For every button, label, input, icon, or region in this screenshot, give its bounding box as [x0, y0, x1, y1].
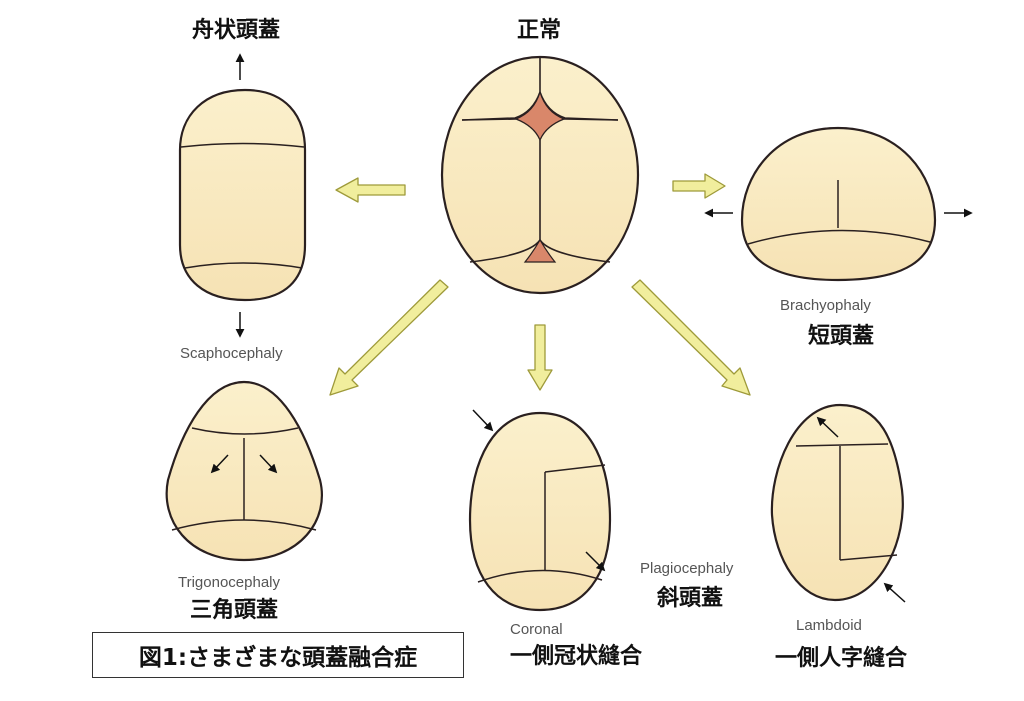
direction-arrows [329, 173, 751, 396]
label-scaphocephaly-en: Scaphocephaly [180, 345, 283, 362]
label-scaphocephaly-jp: 舟状頭蓋 [192, 18, 281, 43]
label-trigonocephaly-en: Trigonocephaly [178, 574, 281, 591]
arrow-to-brachycephaly [672, 173, 726, 199]
lambdoid-skull [770, 403, 904, 602]
label-plagiocephaly-jp: 斜頭蓋 [657, 586, 724, 611]
label-plagiocephaly-en: Plagiocephaly [640, 560, 734, 577]
figure-caption: 図1:さまざまな頭蓋融合症 [92, 632, 464, 678]
coronal-skull [468, 411, 612, 612]
label-trigonocephaly-jp: 三角頭蓋 [190, 598, 279, 623]
scaphocephaly-skull [178, 88, 307, 302]
brachycephaly-skull [740, 126, 937, 282]
label-brachyphaly-en: Brachyophaly [780, 297, 871, 314]
trigonocephaly-skull [165, 380, 323, 562]
label-lambdoid-en: Lambdoid [796, 617, 862, 634]
label-normal: 正常 [517, 18, 562, 43]
label-brachyphaly-jp: 短頭蓋 [808, 324, 875, 349]
arrow-to-scaphocephaly [335, 177, 406, 203]
arrow-to-lambdoid [631, 279, 751, 396]
label-lambdoid-jp: 一側人字縫合 [775, 646, 908, 671]
posterior-fontanelle [523, 238, 557, 263]
label-coronal-jp: 一側冠状縫合 [510, 644, 643, 669]
normal-skull [440, 55, 640, 295]
arrow-to-coronal [527, 324, 553, 391]
arrow-to-trigonocephaly [329, 279, 449, 396]
label-coronal-en: Coronal [510, 621, 563, 638]
